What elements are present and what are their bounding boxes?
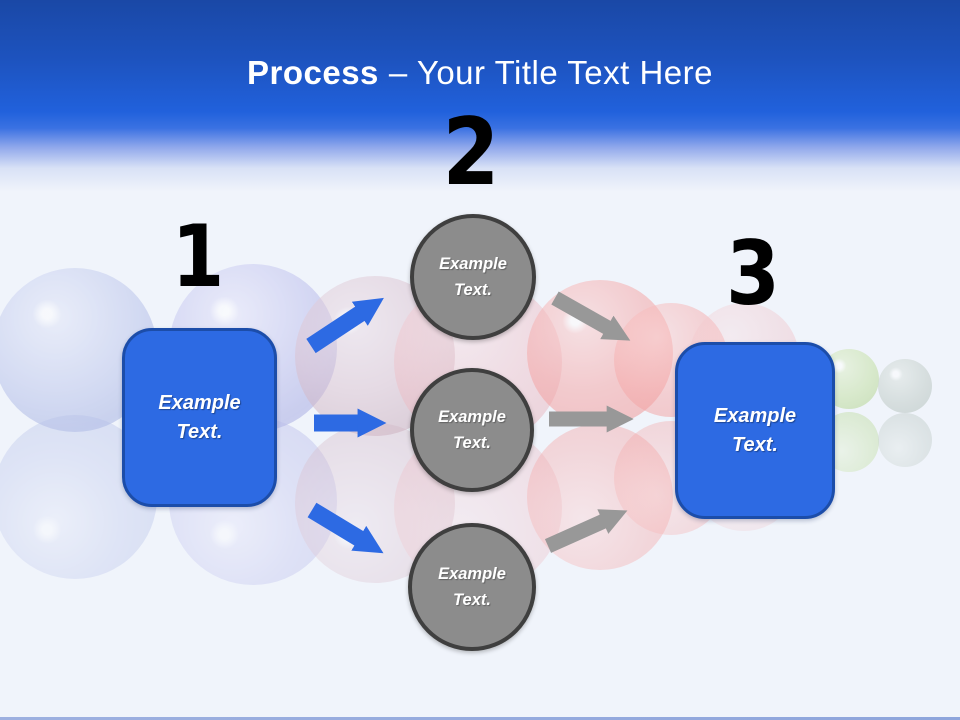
bottom-edge-line bbox=[0, 717, 960, 720]
process-circle-middle: Example Text. bbox=[410, 368, 534, 492]
process-circle-top: Example Text. bbox=[410, 214, 536, 340]
process-circle-bottom-label: Example Text. bbox=[438, 564, 506, 609]
slide-title-bold: Process bbox=[246, 54, 379, 91]
process-box-step1-label: Example Text. bbox=[158, 391, 241, 443]
process-box-step1: Example Text. bbox=[122, 328, 277, 507]
process-circle-bottom: Example Text. bbox=[408, 523, 536, 651]
process-box-step3: Example Text. bbox=[675, 342, 835, 519]
process-circle-middle-label: Example Text. bbox=[438, 407, 506, 452]
process-circle-top-label: Example Text. bbox=[439, 254, 507, 299]
background-sphere-gray bbox=[878, 359, 932, 413]
step-number-1: 1 bbox=[171, 207, 225, 307]
background-sphere-reflection bbox=[878, 413, 932, 467]
process-box-step3-label: Example Text. bbox=[713, 404, 797, 456]
step-number-3: 3 bbox=[726, 222, 780, 325]
slide-title-rest: – Your Title Text Here bbox=[388, 54, 714, 91]
slide-title: Process– Your Title Text Here bbox=[0, 54, 960, 92]
header-gradient-band bbox=[0, 0, 960, 200]
step-number-2: 2 bbox=[442, 98, 500, 206]
